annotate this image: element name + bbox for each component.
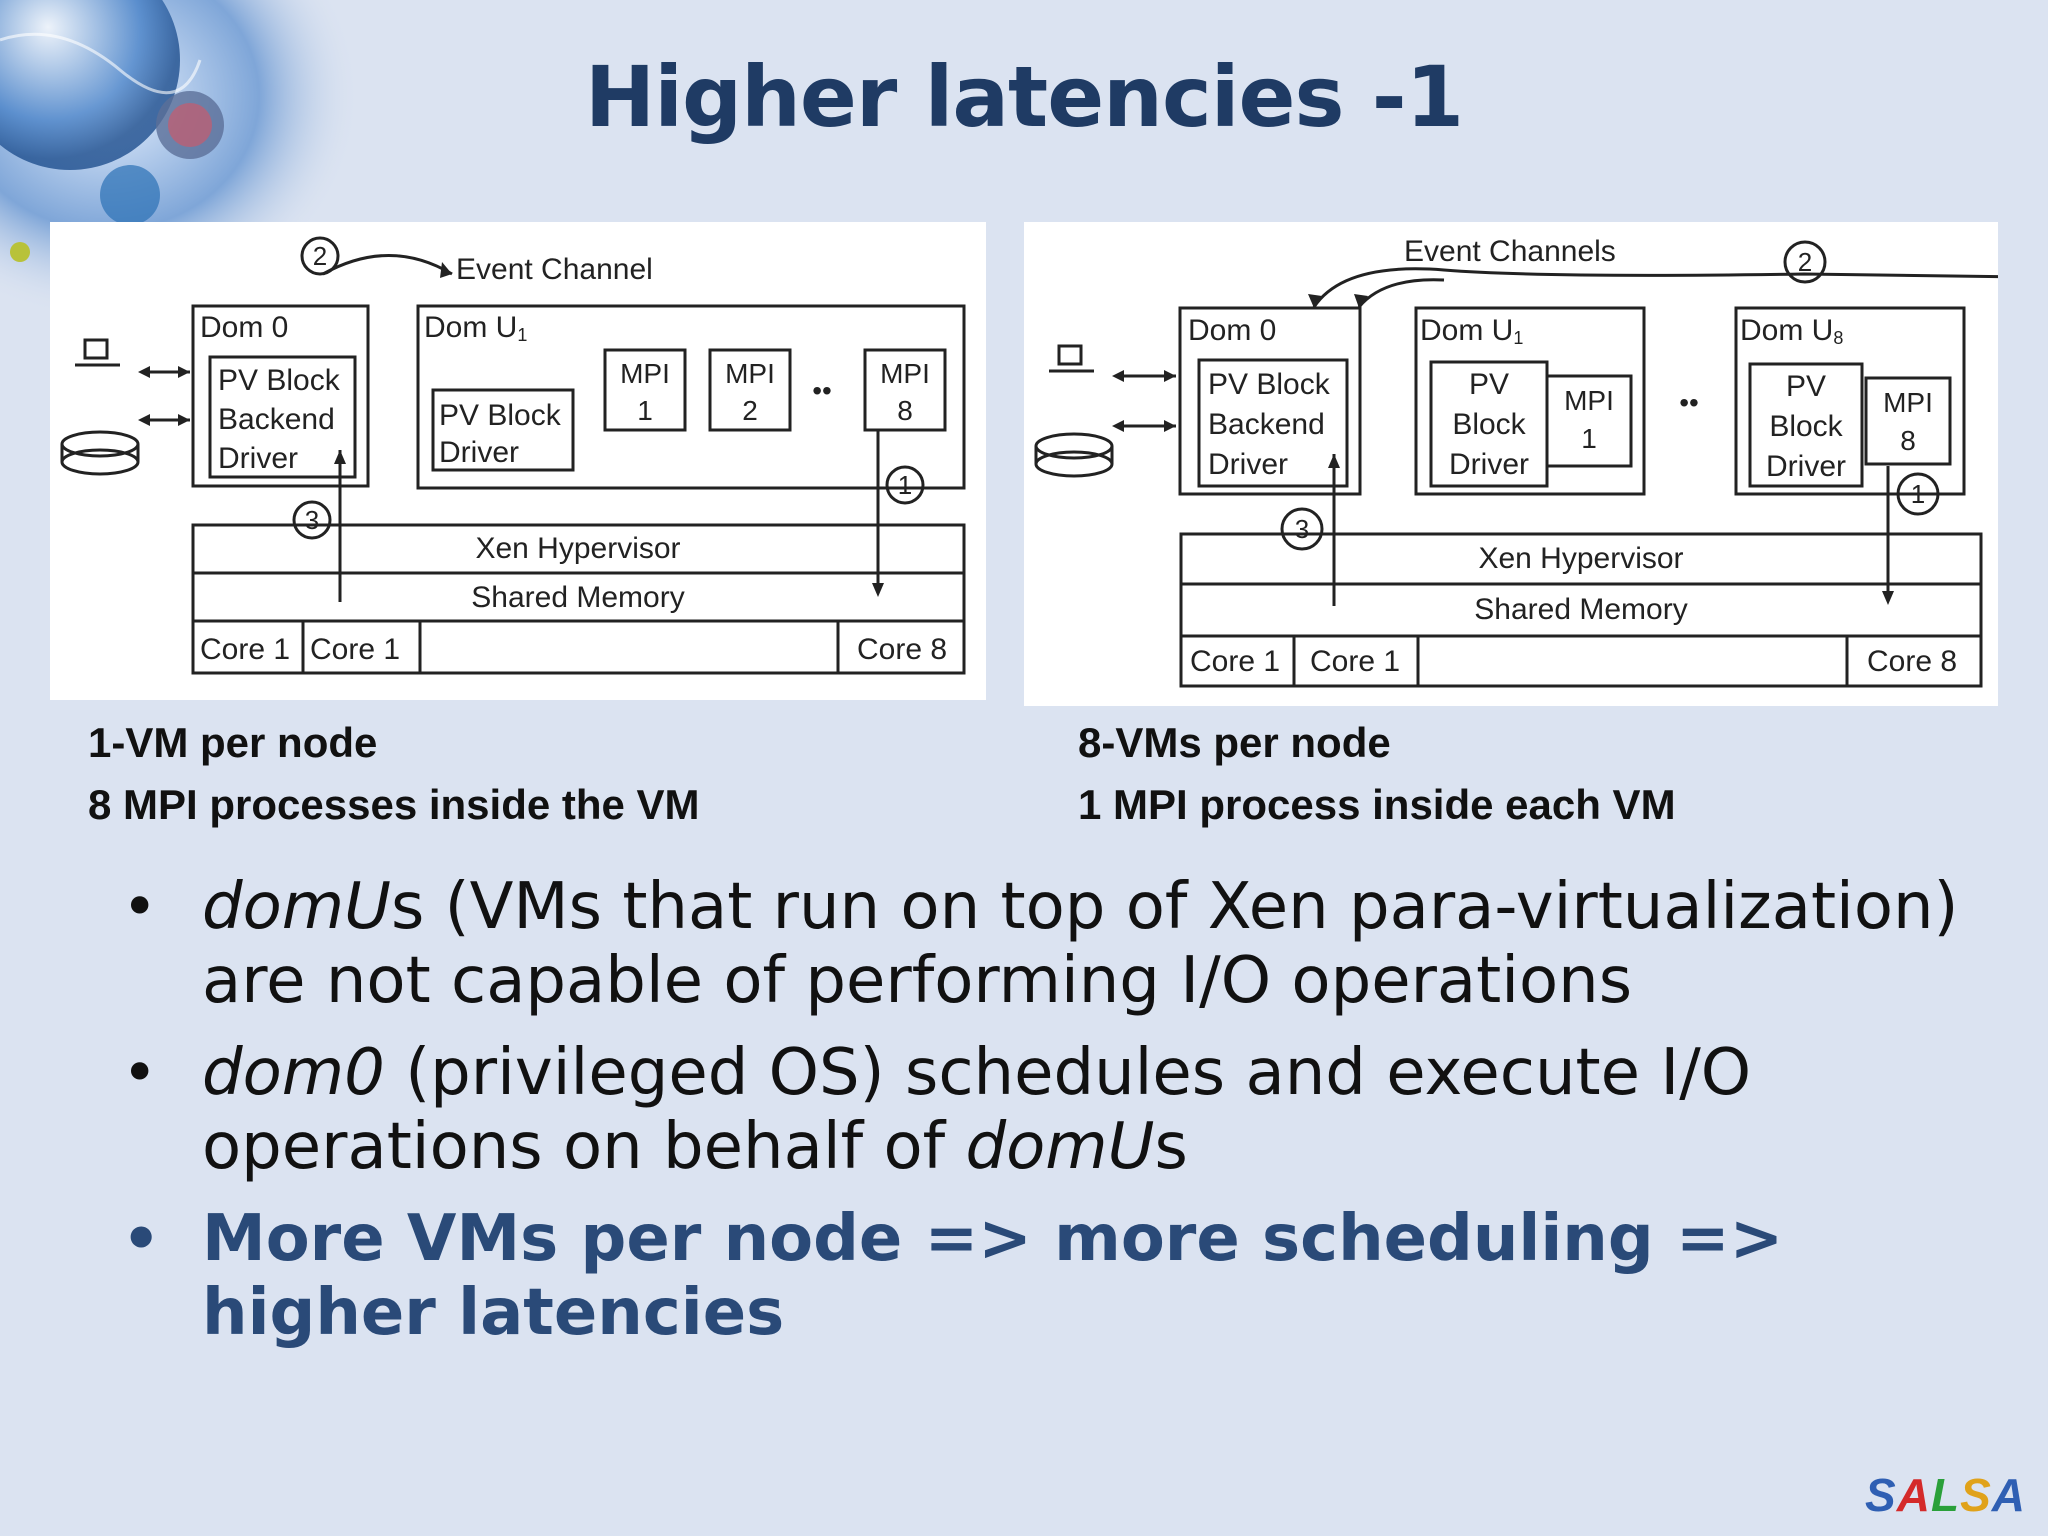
- logo-letter: L: [1930, 1469, 1961, 1521]
- bullet-marker: •: [122, 872, 158, 942]
- bullet-2-emphasis-2: domU: [965, 1110, 1155, 1184]
- caption-1vm-line1: 1-VM per node: [88, 719, 378, 766]
- event-channels-label: Event Channels: [1404, 235, 1616, 268]
- pv-driver-1-line3: Driver: [1449, 448, 1529, 481]
- step-3-marker: [292, 500, 332, 540]
- event-channel-label: Event Channel: [456, 253, 653, 286]
- step-2-marker: [300, 236, 340, 276]
- logo-letter: A: [1896, 1469, 1931, 1521]
- pv-backend-line2: Backend: [1208, 408, 1325, 441]
- shared-memory-label: Shared Memory: [471, 581, 684, 614]
- diagram-8vms-per-node: 2 3 1 Event Channels Dom 0 PV Block Back…: [1024, 222, 1998, 706]
- caption-8vms-line2: 1 MPI process inside each VM: [1078, 781, 1676, 828]
- xen-hypervisor-label: Xen Hypervisor: [1478, 542, 1683, 575]
- mpi-2-num: 2: [742, 395, 758, 426]
- dom0-label: Dom 0: [1188, 314, 1276, 347]
- pv-driver-8-line3: Driver: [1766, 450, 1846, 483]
- core-1a-label: Core 1: [200, 633, 290, 666]
- caption-8vms-line1: 8-VMs per node: [1078, 719, 1391, 766]
- mpi-2-label: MPI: [725, 358, 775, 389]
- step-1-label: 1: [1911, 479, 1925, 509]
- domu8-label: Dom U8: [1740, 314, 1843, 348]
- mpi-8-label: MPI: [880, 358, 930, 389]
- core-1a-label: Core 1: [1190, 645, 1280, 678]
- core-1b-label: Core 1: [310, 633, 400, 666]
- pv-backend-line2: Backend: [218, 403, 335, 436]
- step-2-label: 2: [313, 241, 327, 271]
- pv-driver-1-line1: PV: [1469, 368, 1509, 401]
- bullet-1-emphasis: domU: [202, 870, 391, 944]
- logo-letter: S: [1865, 1469, 1897, 1521]
- step-1-marker: [1896, 472, 1940, 516]
- bullet-1-text: s (VMs that run on top of Xen para-virtu…: [202, 870, 1959, 1018]
- step-3-marker: [1280, 507, 1324, 551]
- vm-ellipsis: ••: [1679, 387, 1699, 418]
- bullet-marker: •: [122, 1204, 161, 1274]
- pv-backend-line1: PV Block: [1208, 368, 1331, 401]
- bullet-domus: • domUs (VMs that run on top of Xen para-…: [118, 870, 1998, 1018]
- diagram-8vms-svg: 2 3 1 Event Channels Dom 0 PV Block Back…: [1034, 235, 1998, 688]
- pv-driver-line1: PV Block: [439, 399, 562, 432]
- step-3-label: 3: [1295, 514, 1309, 544]
- xen-hypervisor-label: Xen Hypervisor: [475, 532, 680, 565]
- caption-1vm: 1-VM per node 8 MPI processes inside the…: [88, 712, 700, 836]
- mpi-1-label: MPI: [1564, 385, 1614, 416]
- caption-1vm-line2: 8 MPI processes inside the VM: [88, 781, 700, 828]
- mpi-1-num: 1: [1581, 423, 1597, 454]
- caption-8vms: 8-VMs per node 1 MPI process inside each…: [1078, 712, 1676, 836]
- core-8-label: Core 8: [857, 633, 947, 666]
- pv-driver-1-line2: Block: [1452, 408, 1526, 441]
- core-1b-label: Core 1: [1310, 645, 1400, 678]
- salsa-logo: SALSA: [1865, 1468, 2026, 1522]
- bullet-dom0: • dom0 (privileged OS) schedules and exec…: [118, 1036, 1998, 1184]
- logo-letter: S: [1960, 1469, 1992, 1521]
- slide-title: Higher latencies -1: [584, 48, 1464, 146]
- step-3-label: 3: [305, 505, 319, 535]
- bullet-list: •domUs (VMs that run on top of Xen para-…: [118, 870, 1998, 1368]
- step-1-label: 1: [898, 470, 912, 500]
- logo-letter: A: [1991, 1469, 2026, 1521]
- shared-memory-label: Shared Memory: [1474, 593, 1687, 626]
- pv-backend-line1: PV Block: [218, 364, 341, 397]
- pv-driver-8-line2: Block: [1769, 410, 1843, 443]
- bullet-conclusion: • More VMs per node => more scheduling =>…: [118, 1202, 1998, 1350]
- computer-icon: [1057, 344, 1083, 366]
- domu1-label: Dom U1: [1420, 314, 1523, 348]
- diagram-1vm-svg: 2 3 1 Event Channel Dom 0 PV Block Backe…: [60, 236, 966, 675]
- pv-driver-8-line1: PV: [1786, 370, 1826, 403]
- pv-driver-line2: Driver: [439, 436, 519, 469]
- step-2-label: 2: [1798, 247, 1812, 277]
- bullet-2-end: s: [1154, 1110, 1188, 1184]
- bullet-2-emphasis: dom0: [202, 1036, 385, 1110]
- pv-backend-line3: Driver: [1208, 448, 1288, 481]
- bullet-2-text: (privileged OS) schedules and execute I/…: [202, 1036, 1752, 1184]
- pv-backend-line3: Driver: [218, 442, 298, 475]
- core-8-label: Core 8: [1867, 645, 1957, 678]
- mpi-8-num: 8: [897, 395, 913, 426]
- step-1-marker: [885, 465, 925, 505]
- bullet-marker: •: [122, 1038, 158, 1108]
- mpi-8-num: 8: [1900, 425, 1916, 456]
- mpi-ellipsis: ••: [812, 375, 832, 406]
- computer-icon: [83, 338, 109, 360]
- dom0-label: Dom 0: [200, 311, 288, 344]
- bullet-3-text: More VMs per node => more scheduling => …: [202, 1202, 1784, 1350]
- mpi-1-num: 1: [637, 395, 653, 426]
- step-2-marker: [1783, 240, 1827, 284]
- mpi-1-label: MPI: [620, 358, 670, 389]
- diagram-1vm-per-node: 2 3 1 Event Channel Dom 0 PV Block Backe…: [50, 222, 986, 700]
- mpi-8-label: MPI: [1883, 387, 1933, 418]
- domu-label: Dom U1: [424, 311, 527, 345]
